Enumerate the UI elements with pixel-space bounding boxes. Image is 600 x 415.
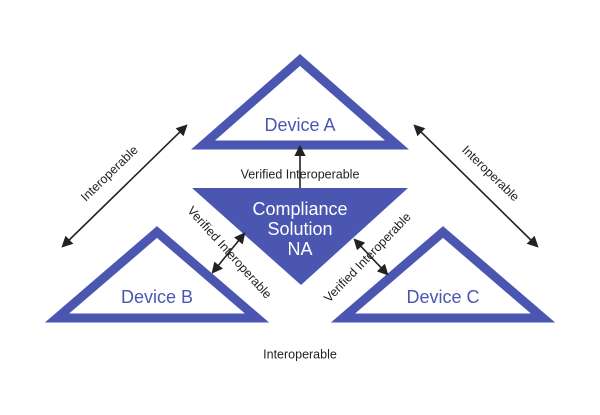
compliance-label-line2: Solution	[267, 219, 332, 239]
device-b-label: Device B	[121, 287, 193, 307]
interop-label-right: Interoperable	[459, 143, 522, 204]
interop-arrow-right	[413, 124, 539, 248]
interop-label-left: Interoperable	[78, 143, 141, 204]
verified-arrow-left	[211, 232, 246, 274]
interop-label-bottom: Interoperable	[263, 347, 337, 361]
interop-arrow-left	[61, 124, 188, 248]
verified-label-top: Verified Interoperable	[241, 167, 360, 181]
verified-arrow-right	[353, 238, 389, 276]
compliance-solution-triangle	[192, 188, 408, 285]
device-c-label: Device C	[406, 287, 479, 307]
device-c-triangle	[330, 226, 556, 323]
compliance-label-line3: NA	[287, 239, 312, 259]
device-a-label: Device A	[264, 115, 335, 135]
compliance-label-line1: Compliance	[252, 199, 347, 219]
device-b-triangle	[44, 226, 270, 323]
